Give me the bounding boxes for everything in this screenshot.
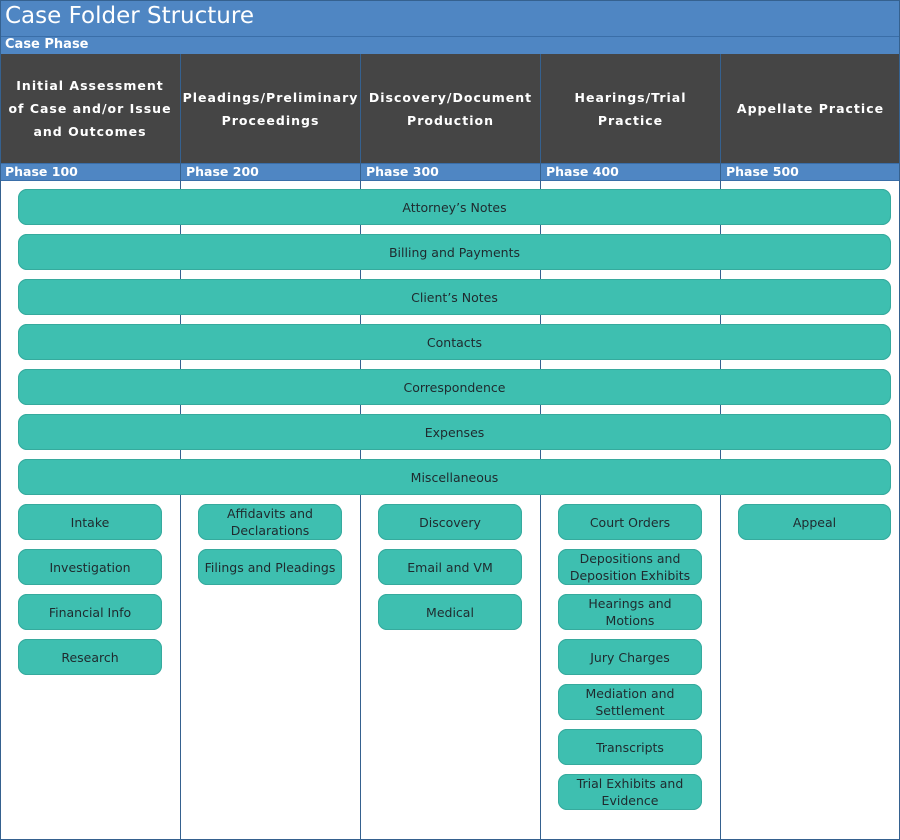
folder-label: Mediation and Settlement bbox=[585, 686, 675, 718]
subtitle-bar: Case Phase bbox=[0, 37, 900, 54]
phase-header-200: Pleadings/Preliminary Proceedings bbox=[181, 54, 360, 163]
phase-header-label: Discovery/Document Production bbox=[368, 89, 533, 128]
folder-affidavits-and-declarations[interactable]: Affidavits and Declarations bbox=[198, 504, 342, 540]
phase-header-label: Initial Assessment of Case and/or Issue … bbox=[8, 78, 172, 139]
folder-label: Jury Charges bbox=[590, 649, 670, 665]
folder-label: Attorney’s Notes bbox=[402, 199, 507, 215]
folder-label: Appeal bbox=[792, 514, 837, 530]
phase-code-label: Phase 400 bbox=[546, 164, 619, 179]
folder-label: Intake bbox=[70, 514, 110, 530]
folder-transcripts[interactable]: Transcripts bbox=[558, 729, 702, 765]
folder-trial-exhibits-and-evidence[interactable]: Trial Exhibits and Evidence bbox=[558, 774, 702, 810]
folder-label: Investigation bbox=[49, 559, 131, 575]
phase-code-label: Phase 100 bbox=[5, 164, 78, 179]
folder-label: Court Orders bbox=[589, 514, 671, 530]
folder-label: Research bbox=[61, 649, 119, 665]
phase-code-100: Phase 100 bbox=[0, 163, 180, 181]
folder-label: Discovery bbox=[419, 514, 481, 530]
folder-label: Affidavits and Declarations bbox=[226, 506, 313, 538]
folder-research[interactable]: Research bbox=[18, 639, 162, 675]
phase-header-label: Appellate Practice bbox=[736, 101, 885, 116]
folder-hearings-and-motions[interactable]: Hearings and Motions bbox=[558, 594, 702, 630]
folder-financial-info[interactable]: Financial Info bbox=[18, 594, 162, 630]
phase-code-label: Phase 200 bbox=[186, 164, 259, 179]
folder-filings-and-pleadings[interactable]: Filings and Pleadings bbox=[198, 549, 342, 585]
phase-code-label: Phase 300 bbox=[366, 164, 439, 179]
folder-label: Billing and Payments bbox=[388, 244, 521, 260]
folder-discovery[interactable]: Discovery bbox=[378, 504, 522, 540]
phase-code-500: Phase 500 bbox=[721, 163, 900, 181]
folder-intake[interactable]: Intake bbox=[18, 504, 162, 540]
folder-appeal[interactable]: Appeal bbox=[738, 504, 891, 540]
folder-label: Contacts bbox=[426, 334, 483, 350]
folder-label: Expenses bbox=[424, 424, 485, 440]
folder-label: Client’s Notes bbox=[411, 289, 498, 305]
phase-code-400: Phase 400 bbox=[541, 163, 720, 181]
phase-header-400: Hearings/Trial Practice bbox=[541, 54, 720, 163]
folder-label: Trial Exhibits and Evidence bbox=[576, 776, 684, 808]
folder-court-orders[interactable]: Court Orders bbox=[558, 504, 702, 540]
phase-code-200: Phase 200 bbox=[181, 163, 360, 181]
title-bar: Case Folder Structure bbox=[0, 0, 900, 37]
phase-code-300: Phase 300 bbox=[361, 163, 540, 181]
phase-code-label: Phase 500 bbox=[726, 164, 799, 179]
folder-label: Filings and Pleadings bbox=[204, 559, 336, 575]
folder-label: Hearings and Motions bbox=[588, 596, 672, 628]
folder-email-and-vm[interactable]: Email and VM bbox=[378, 549, 522, 585]
folder-label: Transcripts bbox=[596, 739, 664, 755]
folder-label: Depositions and Deposition Exhibits bbox=[569, 551, 691, 583]
folder-medical[interactable]: Medical bbox=[378, 594, 522, 630]
folder-label: Email and VM bbox=[407, 559, 493, 575]
folder-label: Medical bbox=[426, 604, 474, 620]
folder-label: Financial Info bbox=[48, 604, 132, 620]
folder-expenses[interactable]: Expenses bbox=[18, 414, 891, 450]
folder-investigation[interactable]: Investigation bbox=[18, 549, 162, 585]
folder-contacts[interactable]: Contacts bbox=[18, 324, 891, 360]
folder-jury-charges[interactable]: Jury Charges bbox=[558, 639, 702, 675]
phase-header-100: Initial Assessment of Case and/or Issue … bbox=[0, 54, 180, 163]
folder-attorneys-notes[interactable]: Attorney’s Notes bbox=[18, 189, 891, 225]
folder-mediation-and-settlement[interactable]: Mediation and Settlement bbox=[558, 684, 702, 720]
phase-header-500: Appellate Practice bbox=[721, 54, 900, 163]
folder-correspondence[interactable]: Correspondence bbox=[18, 369, 891, 405]
case-phase-label: Case Phase bbox=[5, 37, 89, 52]
phase-header-label: Hearings/Trial Practice bbox=[574, 89, 687, 128]
phase-header-300: Discovery/Document Production bbox=[361, 54, 540, 163]
folder-clients-notes[interactable]: Client’s Notes bbox=[18, 279, 891, 315]
folder-billing-and-payments[interactable]: Billing and Payments bbox=[18, 234, 891, 270]
phase-header-label: Pleadings/Preliminary Proceedings bbox=[182, 89, 359, 128]
folder-miscellaneous[interactable]: Miscellaneous bbox=[18, 459, 891, 495]
folder-label: Miscellaneous bbox=[410, 469, 499, 485]
page-title: Case Folder Structure bbox=[5, 3, 254, 29]
folder-depositions-and-deposition-exhibits[interactable]: Depositions and Deposition Exhibits bbox=[558, 549, 702, 585]
folder-label: Correspondence bbox=[403, 379, 506, 395]
